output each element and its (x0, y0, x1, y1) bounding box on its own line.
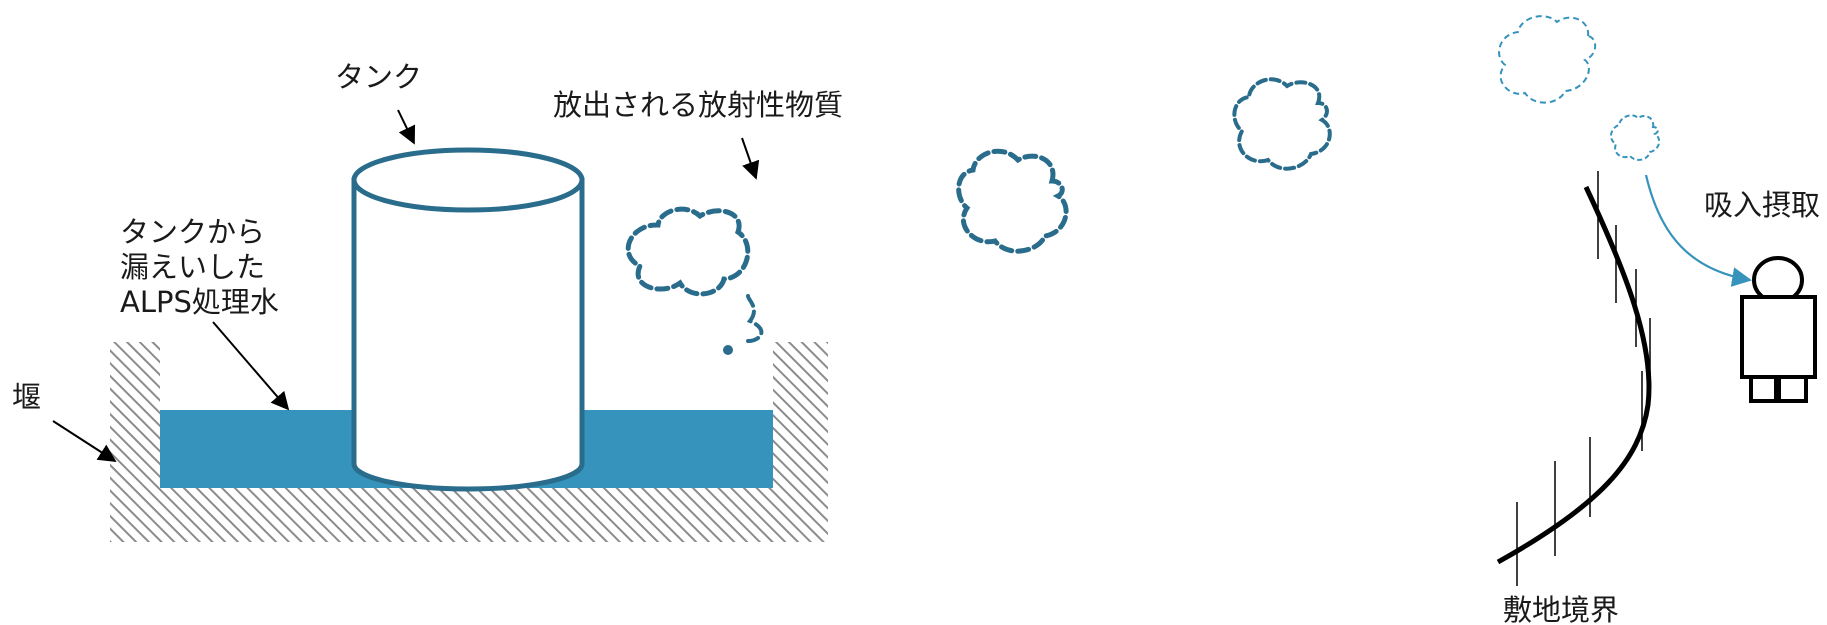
site-boundary-label: 敷地境界 (1503, 593, 1619, 625)
weir-structure (110, 342, 828, 542)
tank-cylinder (351, 147, 585, 492)
weir-pointer-arrow (52, 420, 117, 462)
person-figure (1740, 256, 1817, 403)
boundary-ticks (1516, 171, 1651, 586)
water-droplet (723, 345, 733, 355)
weir-label: 堰 (12, 380, 41, 414)
released-material-cloud-high (1498, 15, 1597, 104)
released-material-label: 放出される放射性物質 (553, 88, 843, 122)
released-pointer-arrow (741, 137, 760, 180)
inhalation-arrow (1644, 174, 1752, 287)
released-material-cloud-small (1610, 114, 1661, 161)
released-material-cloud-far (1232, 77, 1332, 171)
inhalation-label: 吸入摂取 (1704, 188, 1820, 222)
leaked-water-label-line1: タンクから (120, 215, 265, 249)
leak-pointer-arrow (212, 321, 290, 411)
leaked-water-label-line3: ALPS処理水 (120, 285, 279, 319)
tank-label: タンク (335, 60, 422, 94)
site-boundary-line (1496, 171, 1652, 586)
tank-pointer-arrow (397, 109, 416, 145)
released-material-cloud-near (625, 206, 764, 343)
leaked-water-label-line2: 漏えいした (120, 250, 265, 284)
released-material-cloud-mid (956, 148, 1069, 254)
